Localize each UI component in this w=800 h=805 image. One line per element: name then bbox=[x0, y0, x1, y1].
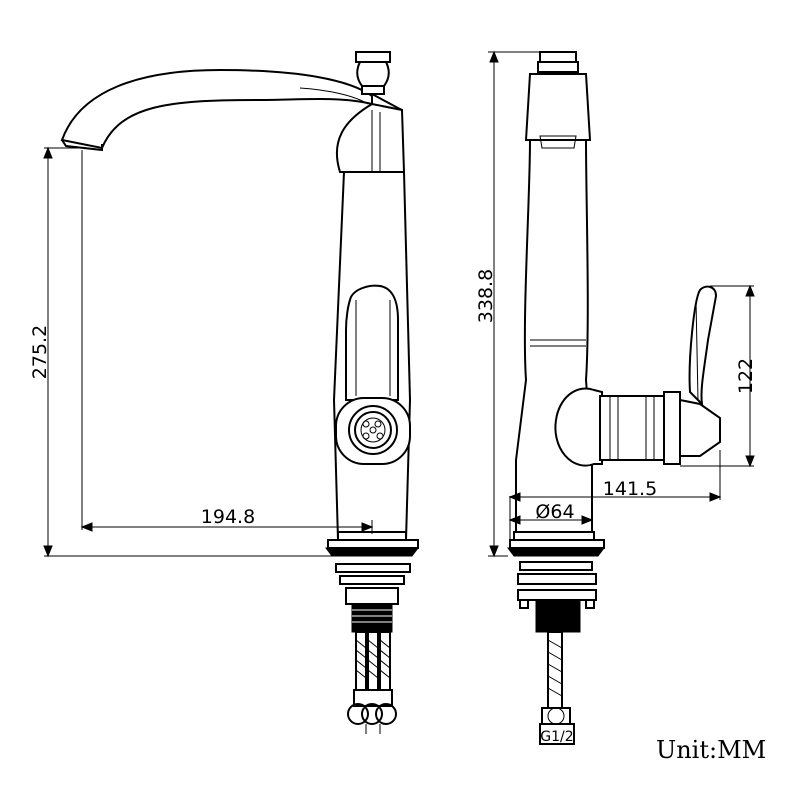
handle-reach-label: 141.5 bbox=[603, 478, 657, 500]
side-view bbox=[507, 51, 721, 745]
unit-label: Unit:MM bbox=[656, 736, 766, 764]
front-reach-label: 194.8 bbox=[201, 506, 255, 528]
side-handle bbox=[554, 285, 721, 467]
front-handle-lever bbox=[345, 284, 399, 401]
side-height-label: 338.8 bbox=[475, 269, 497, 323]
front-mounting-shank bbox=[335, 563, 411, 633]
base-diameter-label: Ø64 bbox=[535, 501, 574, 523]
handle-height-label: 122 bbox=[735, 358, 757, 394]
side-top-knob bbox=[524, 51, 592, 149]
side-dimension-lines bbox=[488, 50, 755, 558]
front-height-label: 275.2 bbox=[29, 325, 51, 379]
front-base-ring bbox=[325, 531, 419, 557]
front-view bbox=[60, 51, 419, 734]
thread-label: G1/2 bbox=[540, 729, 573, 745]
side-base-ring bbox=[507, 531, 605, 557]
side-mounting-shank bbox=[517, 561, 597, 633]
front-spout bbox=[60, 68, 373, 150]
front-body-upper bbox=[335, 102, 406, 173]
front-handle-hub bbox=[335, 397, 411, 465]
side-hose bbox=[539, 631, 575, 745]
front-dimension-lines bbox=[43, 146, 374, 558]
front-hoses bbox=[347, 631, 398, 734]
